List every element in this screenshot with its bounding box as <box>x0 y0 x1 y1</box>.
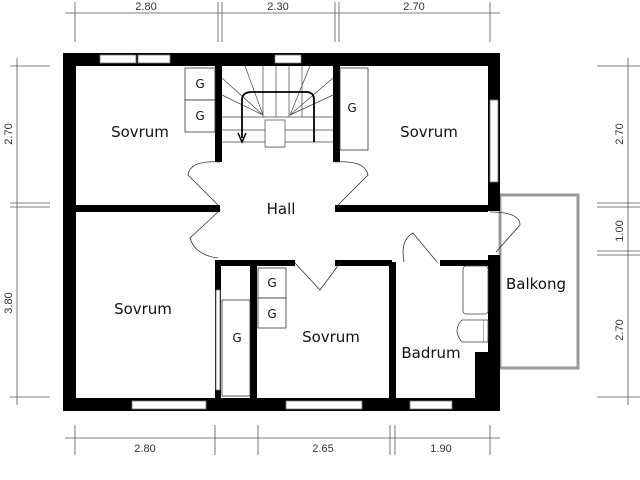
dim-left-1: 2.70 <box>3 123 15 144</box>
dimension-right: 2.70 1.00 2.70 <box>597 58 640 405</box>
dim-bottom-1: 2.80 <box>134 443 155 455</box>
balcony-outline <box>498 193 580 370</box>
dimension-top: 2.80 2.30 2.70 <box>65 1 500 42</box>
dimension-bottom: 2.80 2.65 1.90 <box>65 425 500 455</box>
room-label-sovrum: Sovrum <box>302 328 360 346</box>
closet-label: G <box>267 307 276 321</box>
closets: G G G G G G <box>184 67 369 397</box>
closet-label: G <box>195 109 204 123</box>
closet-label: G <box>267 276 276 290</box>
dim-bottom-2: 2.65 <box>312 443 333 455</box>
toilet-icon <box>456 319 483 343</box>
closet-label: G <box>195 77 204 91</box>
windows <box>99 54 499 410</box>
room-label-sovrum: Sovrum <box>114 300 172 318</box>
dim-right-1: 2.70 <box>614 123 626 144</box>
dim-left-2: 3.80 <box>3 292 15 313</box>
room-label-badrum: Badrum <box>401 344 460 362</box>
bathroom-fixtures <box>456 265 489 343</box>
dimension-left: 2.70 3.80 <box>3 58 50 405</box>
dim-right-3: 2.70 <box>614 319 626 340</box>
room-label-sovrum: Sovrum <box>400 123 458 141</box>
dim-bottom-3: 1.90 <box>430 443 451 455</box>
room-label-hall: Hall <box>267 200 296 218</box>
doors <box>187 161 521 291</box>
sink-icon <box>462 265 489 315</box>
dim-top-2: 2.30 <box>267 1 288 13</box>
staircase <box>221 65 334 148</box>
dim-top-3: 2.70 <box>403 1 424 13</box>
room-label-balkong: Balkong <box>506 275 566 293</box>
toilet-tank <box>482 319 489 343</box>
closet-label: G <box>347 101 356 115</box>
closet-label: G <box>232 331 241 345</box>
room-label-sovrum: Sovrum <box>111 123 169 141</box>
dim-top-1: 2.80 <box>135 1 156 13</box>
dim-right-2: 1.00 <box>614 220 626 241</box>
